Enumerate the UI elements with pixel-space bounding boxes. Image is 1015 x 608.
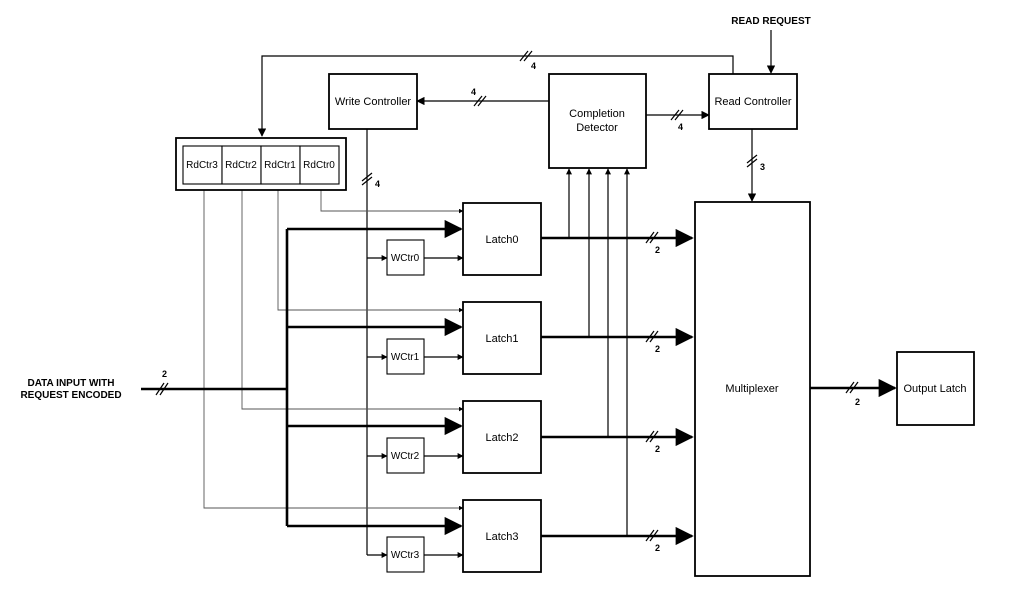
- rdctr2-label: RdCtr2: [225, 160, 257, 171]
- bus-slash: [649, 529, 659, 542]
- bus-slash: [649, 430, 659, 443]
- rdctr1-label: RdCtr1: [264, 160, 296, 171]
- read-request-label: READ REQUEST: [731, 16, 810, 27]
- rc-to-rdctr-wire: [257, 55, 734, 137]
- completion-detector-label-2: Detector: [576, 122, 618, 134]
- bus-slash: [645, 330, 655, 343]
- wctr3-box: [386, 536, 425, 573]
- latch1-label: Latch1: [485, 333, 518, 345]
- bus-width-latch1-out: 2: [655, 344, 660, 354]
- bus-slash: [746, 158, 758, 168]
- bus-width-latch3-out: 2: [655, 543, 660, 553]
- bus-slash: [649, 330, 659, 343]
- wctr3-label: WCtr3: [391, 550, 420, 561]
- bus-slash: [477, 95, 487, 107]
- bus-slash: [523, 50, 533, 62]
- bus-slash: [361, 176, 373, 186]
- rdctr0-wire: [320, 189, 464, 214]
- completion-detector-label-1: Completion: [569, 108, 625, 120]
- data-input-label-2: REQUEST ENCODED: [20, 390, 121, 401]
- read-controller-label: Read Controller: [714, 96, 791, 108]
- latch0-box: [462, 202, 542, 276]
- bus-slash: [519, 50, 529, 62]
- bus-width-mux-out: 2: [855, 397, 860, 407]
- wctr1-label: WCtr1: [391, 352, 420, 363]
- bus-slash: [746, 154, 758, 164]
- multiplexer-box: [694, 201, 811, 577]
- bus-width-cd-rc: 4: [678, 122, 683, 132]
- bus-slash: [845, 381, 855, 394]
- bus-slash: [155, 382, 165, 396]
- bus-width-latch0-out: 2: [655, 245, 660, 255]
- rdctr3-cell: [182, 145, 223, 185]
- wctr0-box: [386, 239, 425, 276]
- bus-slash: [649, 231, 659, 244]
- bus-slash: [159, 382, 169, 396]
- bus-slash: [645, 430, 655, 443]
- wctr0-label: WCtr0: [391, 253, 420, 264]
- write-controller-label: Write Controller: [335, 96, 412, 108]
- bus-width-cd-wc: 4: [471, 87, 476, 97]
- bus-width-rc-rdctr: 4: [531, 61, 536, 71]
- read-controller-box: [708, 73, 798, 130]
- bus-slash: [645, 231, 655, 244]
- rdctr1-wire: [277, 189, 464, 313]
- rdctr3-wire: [203, 189, 464, 511]
- latch1-box: [462, 301, 542, 375]
- bus-slash: [849, 381, 859, 394]
- rdctr3-label: RdCtr3: [186, 160, 218, 171]
- rdctr2-cell: [221, 145, 262, 185]
- output-latch-label: Output Latch: [904, 383, 967, 395]
- multiplexer-label: Multiplexer: [725, 383, 779, 395]
- wctr2-label: WCtr2: [391, 451, 420, 462]
- latch3-box: [462, 499, 542, 573]
- bus-slash: [670, 109, 680, 121]
- completion-detector-box: [548, 73, 647, 169]
- bus-width-latch2-out: 2: [655, 444, 660, 454]
- latch2-label: Latch2: [485, 432, 518, 444]
- rdctr1-cell: [260, 145, 301, 185]
- bus-width-rc-mux: 3: [760, 162, 765, 172]
- bus-slash: [645, 529, 655, 542]
- wctr2-box: [386, 437, 425, 474]
- bus-slash: [361, 172, 373, 182]
- bus-slash: [473, 95, 483, 107]
- latch0-label: Latch0: [485, 234, 518, 246]
- bus-width-data-input: 2: [162, 369, 167, 379]
- write-controller-box: [328, 73, 418, 130]
- wctr1-box: [386, 338, 425, 375]
- bus-width-wc-wctr: 4: [375, 179, 380, 189]
- data-input-label-1: DATA INPUT WITH: [27, 378, 114, 389]
- bus-slash: [674, 109, 684, 121]
- latch3-label: Latch3: [485, 531, 518, 543]
- rdctr0-label: RdCtr0: [303, 160, 335, 171]
- rdctr2-wire: [241, 189, 464, 412]
- latch2-box: [462, 400, 542, 474]
- output-latch-box: [896, 351, 975, 426]
- rdctr0-cell: [299, 145, 340, 185]
